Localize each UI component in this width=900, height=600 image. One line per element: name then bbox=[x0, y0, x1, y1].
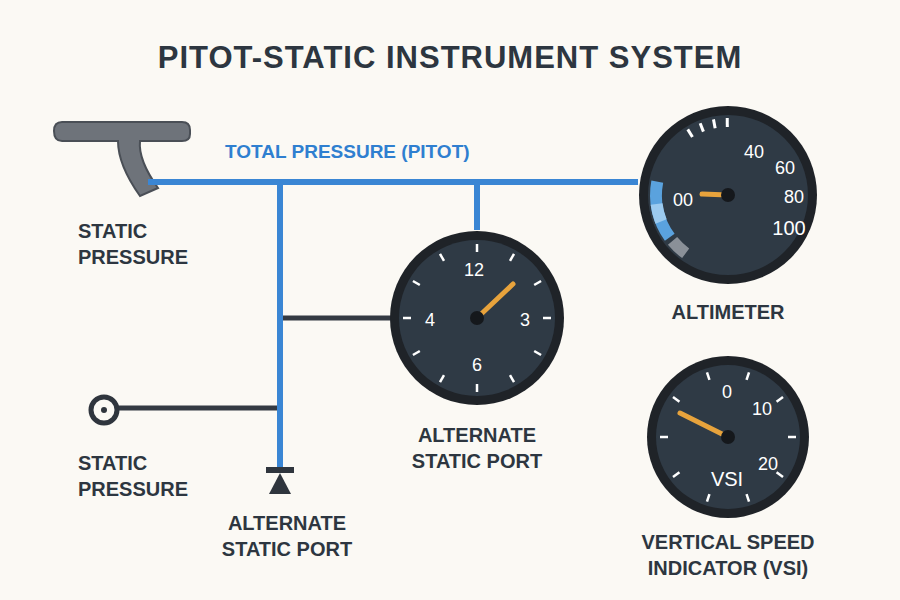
dial-number: 3 bbox=[520, 311, 530, 329]
port-label: STATIC PRESSURE bbox=[78, 218, 198, 270]
static-line bbox=[280, 316, 392, 321]
instrument-caption: ALTERNATE STATIC PORT bbox=[397, 422, 557, 474]
dial-number: 0 bbox=[722, 383, 732, 401]
gauge-instrument: 12 4 3 6ALTERNATE STATIC PORT bbox=[387, 230, 567, 474]
gauge-needle bbox=[477, 284, 513, 318]
needle-hub bbox=[721, 188, 735, 202]
dial-tick bbox=[688, 129, 693, 137]
pressure-line bbox=[477, 182, 638, 230]
dial-tick bbox=[440, 375, 444, 382]
static-port bbox=[91, 397, 117, 423]
port-ring bbox=[91, 397, 117, 423]
instrument-caption: ALTIMETER bbox=[643, 299, 813, 325]
gauge-face: 0 10 20VSI bbox=[646, 355, 810, 519]
altitude-band bbox=[650, 180, 675, 240]
dial-tick bbox=[510, 375, 514, 382]
dial-tick bbox=[660, 436, 668, 439]
dial-number: 4 bbox=[425, 311, 435, 329]
pitot-line bbox=[148, 179, 480, 185]
pitot-line bbox=[277, 179, 283, 470]
dial-tick bbox=[777, 397, 783, 402]
dial-tick bbox=[413, 351, 420, 355]
gauge-bezel bbox=[639, 106, 817, 284]
dial-tick bbox=[403, 317, 411, 320]
dial-number: 20 bbox=[758, 455, 778, 473]
dial-number: 80 bbox=[784, 188, 804, 206]
gauge-dial-face bbox=[399, 240, 555, 396]
dial-tick bbox=[413, 281, 420, 285]
dial-tick bbox=[747, 494, 749, 502]
dial-tick bbox=[543, 317, 551, 320]
port-label: STATIC PRESSURE bbox=[78, 450, 198, 502]
dial-number: 40 bbox=[744, 143, 764, 161]
needle-hub bbox=[721, 430, 735, 444]
port-cap bbox=[266, 467, 294, 473]
dial-number: 12 bbox=[464, 261, 484, 279]
line-label: TOTAL PRESSURE (PITOT) bbox=[225, 140, 470, 165]
dial-number: 60 bbox=[775, 159, 795, 177]
gauge-dial-face bbox=[656, 365, 800, 509]
dial-tick bbox=[510, 254, 514, 261]
alternate-port-symbol bbox=[266, 467, 294, 494]
dial-number: 10 bbox=[752, 400, 772, 418]
gauge-dial bbox=[646, 355, 810, 519]
dial-number: 100 bbox=[772, 218, 805, 238]
dial-tick bbox=[440, 254, 444, 261]
gauge-dial-face bbox=[648, 115, 808, 275]
gauge-face: 40 60 80 100 00 bbox=[638, 105, 818, 285]
gauge-dial bbox=[389, 230, 565, 406]
gauge-instrument: 0 10 20VSI VERTICAL SPEED INDICATOR (VSI) bbox=[608, 355, 848, 581]
gauge-face: 12 4 3 6 bbox=[389, 230, 565, 406]
port-valve bbox=[269, 473, 291, 494]
gauge-bezel bbox=[390, 231, 564, 405]
static-line bbox=[118, 406, 283, 411]
dial-tick bbox=[534, 281, 541, 285]
dial-tick bbox=[673, 397, 679, 402]
dial-tick bbox=[707, 494, 709, 502]
dial-number: VSI bbox=[711, 469, 743, 489]
dial-tick bbox=[534, 351, 541, 355]
dial-tick bbox=[673, 472, 679, 477]
altitude-band bbox=[651, 203, 667, 223]
dial-tick bbox=[713, 119, 715, 128]
dial-tick bbox=[476, 244, 479, 252]
dial-tick bbox=[747, 372, 749, 380]
gauge-needle bbox=[680, 413, 728, 437]
needle-hub bbox=[470, 311, 484, 325]
diagram-title: PITOT-STATIC INSTRUMENT SYSTEM bbox=[158, 40, 743, 76]
gauge-bezel bbox=[647, 356, 809, 518]
dial-tick bbox=[788, 436, 796, 439]
dial-tick bbox=[476, 384, 479, 392]
gauge-instrument: 40 60 80 100 00ALTIMETER bbox=[638, 105, 818, 325]
altitude-band bbox=[668, 237, 689, 258]
port-hole bbox=[101, 407, 107, 413]
dial-tick bbox=[700, 123, 703, 131]
instrument-caption: VERTICAL SPEED INDICATOR (VSI) bbox=[613, 529, 843, 581]
port-label: ALTERNATE STATIC PORT bbox=[197, 510, 377, 562]
dial-number: 00 bbox=[673, 191, 693, 209]
dial-tick bbox=[726, 118, 729, 127]
dial-number: 6 bbox=[472, 356, 482, 374]
dial-tick bbox=[707, 372, 709, 380]
